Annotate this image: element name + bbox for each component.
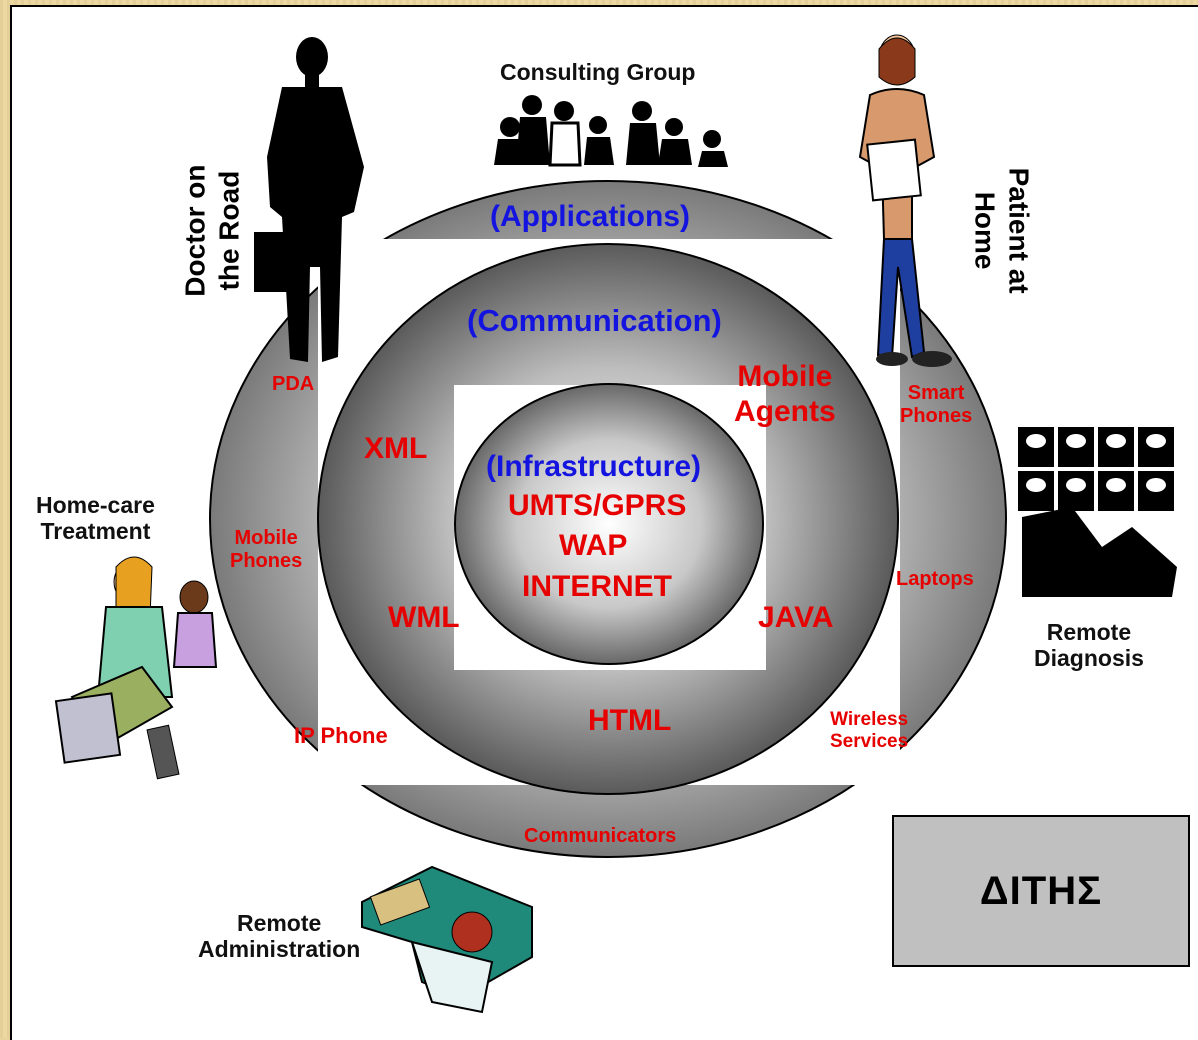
rings-graphic xyxy=(54,34,1186,1014)
wireless-services-label: Wireless Services xyxy=(830,709,909,752)
patient-icon xyxy=(858,34,952,367)
infrastructure-ring xyxy=(454,383,764,665)
xml-label: XML xyxy=(364,432,428,465)
consulting-group-label: Consulting Group xyxy=(500,59,696,85)
logo-text: ΔΙΤΗΣ xyxy=(979,868,1103,913)
applications-label: (Applications) xyxy=(490,200,690,233)
internet-label: INTERNET xyxy=(522,570,672,603)
communicators-label: Communicators xyxy=(524,825,677,847)
java-label: JAVA xyxy=(758,601,834,634)
diagram-canvas: (Applications) (Communication) (Infrastr… xyxy=(10,5,1198,1040)
smart-phones-label: Smart Phones xyxy=(900,382,973,427)
remote-administration-icon xyxy=(361,865,533,1014)
patient-label: Patient at Home xyxy=(970,167,1035,294)
ip-phone-label: IP Phone xyxy=(294,723,388,748)
wml-label: WML xyxy=(388,601,460,634)
home-care-label: Home-care Treatment xyxy=(36,492,155,545)
mobile-agents-label: Mobile Agents xyxy=(734,360,836,428)
remote-administration-label: Remote Administration xyxy=(198,910,361,963)
remote-diagnosis-label: Remote Diagnosis xyxy=(1034,619,1144,672)
communication-label: (Communication) xyxy=(467,303,722,338)
consulting-group-icon xyxy=(494,95,728,167)
logo-box: ΔΙΤΗΣ xyxy=(892,815,1190,967)
infrastructure-label: (Infrastructure) xyxy=(486,450,702,483)
umts-gprs-label: UMTS/GPRS xyxy=(508,489,687,522)
laptops-label: Laptops xyxy=(896,568,974,590)
doctor-icon xyxy=(254,37,364,362)
wap-label: WAP xyxy=(559,529,628,562)
remote-diagnosis-icon xyxy=(1016,425,1186,597)
home-care-icon xyxy=(54,556,218,780)
html-label: HTML xyxy=(588,704,672,737)
pda-label: PDA xyxy=(272,373,315,395)
mobile-phones-label: Mobile Phones xyxy=(230,527,303,572)
doctor-label: Doctor on the Road xyxy=(179,164,244,297)
